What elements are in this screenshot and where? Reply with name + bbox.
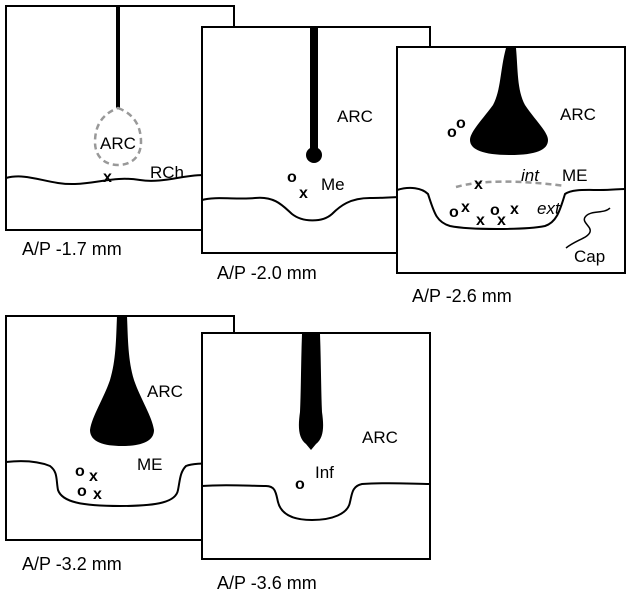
panel-caption: A/P -3.2 mm bbox=[22, 554, 122, 574]
me-label: Me bbox=[321, 175, 345, 194]
marker-o: o bbox=[75, 463, 85, 480]
capillary-line bbox=[565, 207, 611, 249]
arc-outline bbox=[93, 106, 143, 167]
marker-x: x bbox=[103, 169, 112, 186]
int-label: int bbox=[521, 166, 540, 185]
marker-o: o bbox=[295, 476, 305, 493]
arc-label: ARC bbox=[362, 428, 398, 447]
marker-o: o bbox=[449, 204, 459, 221]
inf-label: Inf bbox=[315, 463, 334, 482]
marker-x: x bbox=[93, 486, 102, 503]
panel-ap-2-0: ARC Me o x bbox=[201, 26, 431, 254]
rch-label: RCh bbox=[150, 163, 184, 182]
brain-ventral-surface bbox=[5, 460, 235, 508]
marker-x: x bbox=[89, 468, 98, 485]
panel-ap-1-7: ARC RCh x bbox=[5, 5, 235, 231]
arc-label: ARC bbox=[100, 134, 136, 153]
panel-ap-2-6: ARC ME int ext Cap o o x o x x o x x bbox=[396, 46, 626, 274]
marker-x: x bbox=[510, 201, 519, 218]
panel-ap-3-6: ARC Inf o bbox=[201, 332, 431, 560]
panel-caption: A/P -3.6 mm bbox=[217, 573, 317, 593]
panel-ap-3-2: ARC ME o x o x bbox=[5, 315, 235, 541]
marker-x: x bbox=[476, 212, 485, 229]
brain-ventral-surface bbox=[396, 186, 626, 230]
panel-caption: A/P -2.6 mm bbox=[412, 286, 512, 306]
brain-ventral-surface bbox=[201, 482, 431, 522]
arc-label: ARC bbox=[337, 107, 373, 126]
marker-x: x bbox=[497, 212, 506, 229]
int-ext-boundary bbox=[455, 180, 566, 189]
cap-label: Cap bbox=[574, 247, 605, 266]
marker-o: o bbox=[447, 124, 457, 141]
arc-label: ARC bbox=[147, 382, 183, 401]
marker-o: o bbox=[490, 202, 500, 219]
brain-ventral-surface bbox=[201, 195, 431, 222]
marker-x: x bbox=[461, 199, 470, 216]
panel-caption: A/P -1.7 mm bbox=[22, 239, 122, 259]
electrode-lesion bbox=[90, 316, 154, 446]
marker-o: o bbox=[456, 115, 466, 132]
marker-x: x bbox=[474, 176, 483, 193]
me-label: ME bbox=[137, 455, 163, 474]
marker-o: o bbox=[287, 169, 297, 186]
marker-o: o bbox=[77, 483, 87, 500]
electrode-lesion bbox=[470, 48, 548, 155]
marker-x: x bbox=[299, 185, 308, 202]
ext-label: ext bbox=[537, 199, 561, 218]
arc-label: ARC bbox=[560, 105, 596, 124]
panel-caption: A/P -2.0 mm bbox=[217, 263, 317, 283]
electrode-lesion bbox=[298, 334, 324, 450]
me-label: ME bbox=[562, 166, 588, 185]
electrode-tip bbox=[306, 147, 322, 163]
